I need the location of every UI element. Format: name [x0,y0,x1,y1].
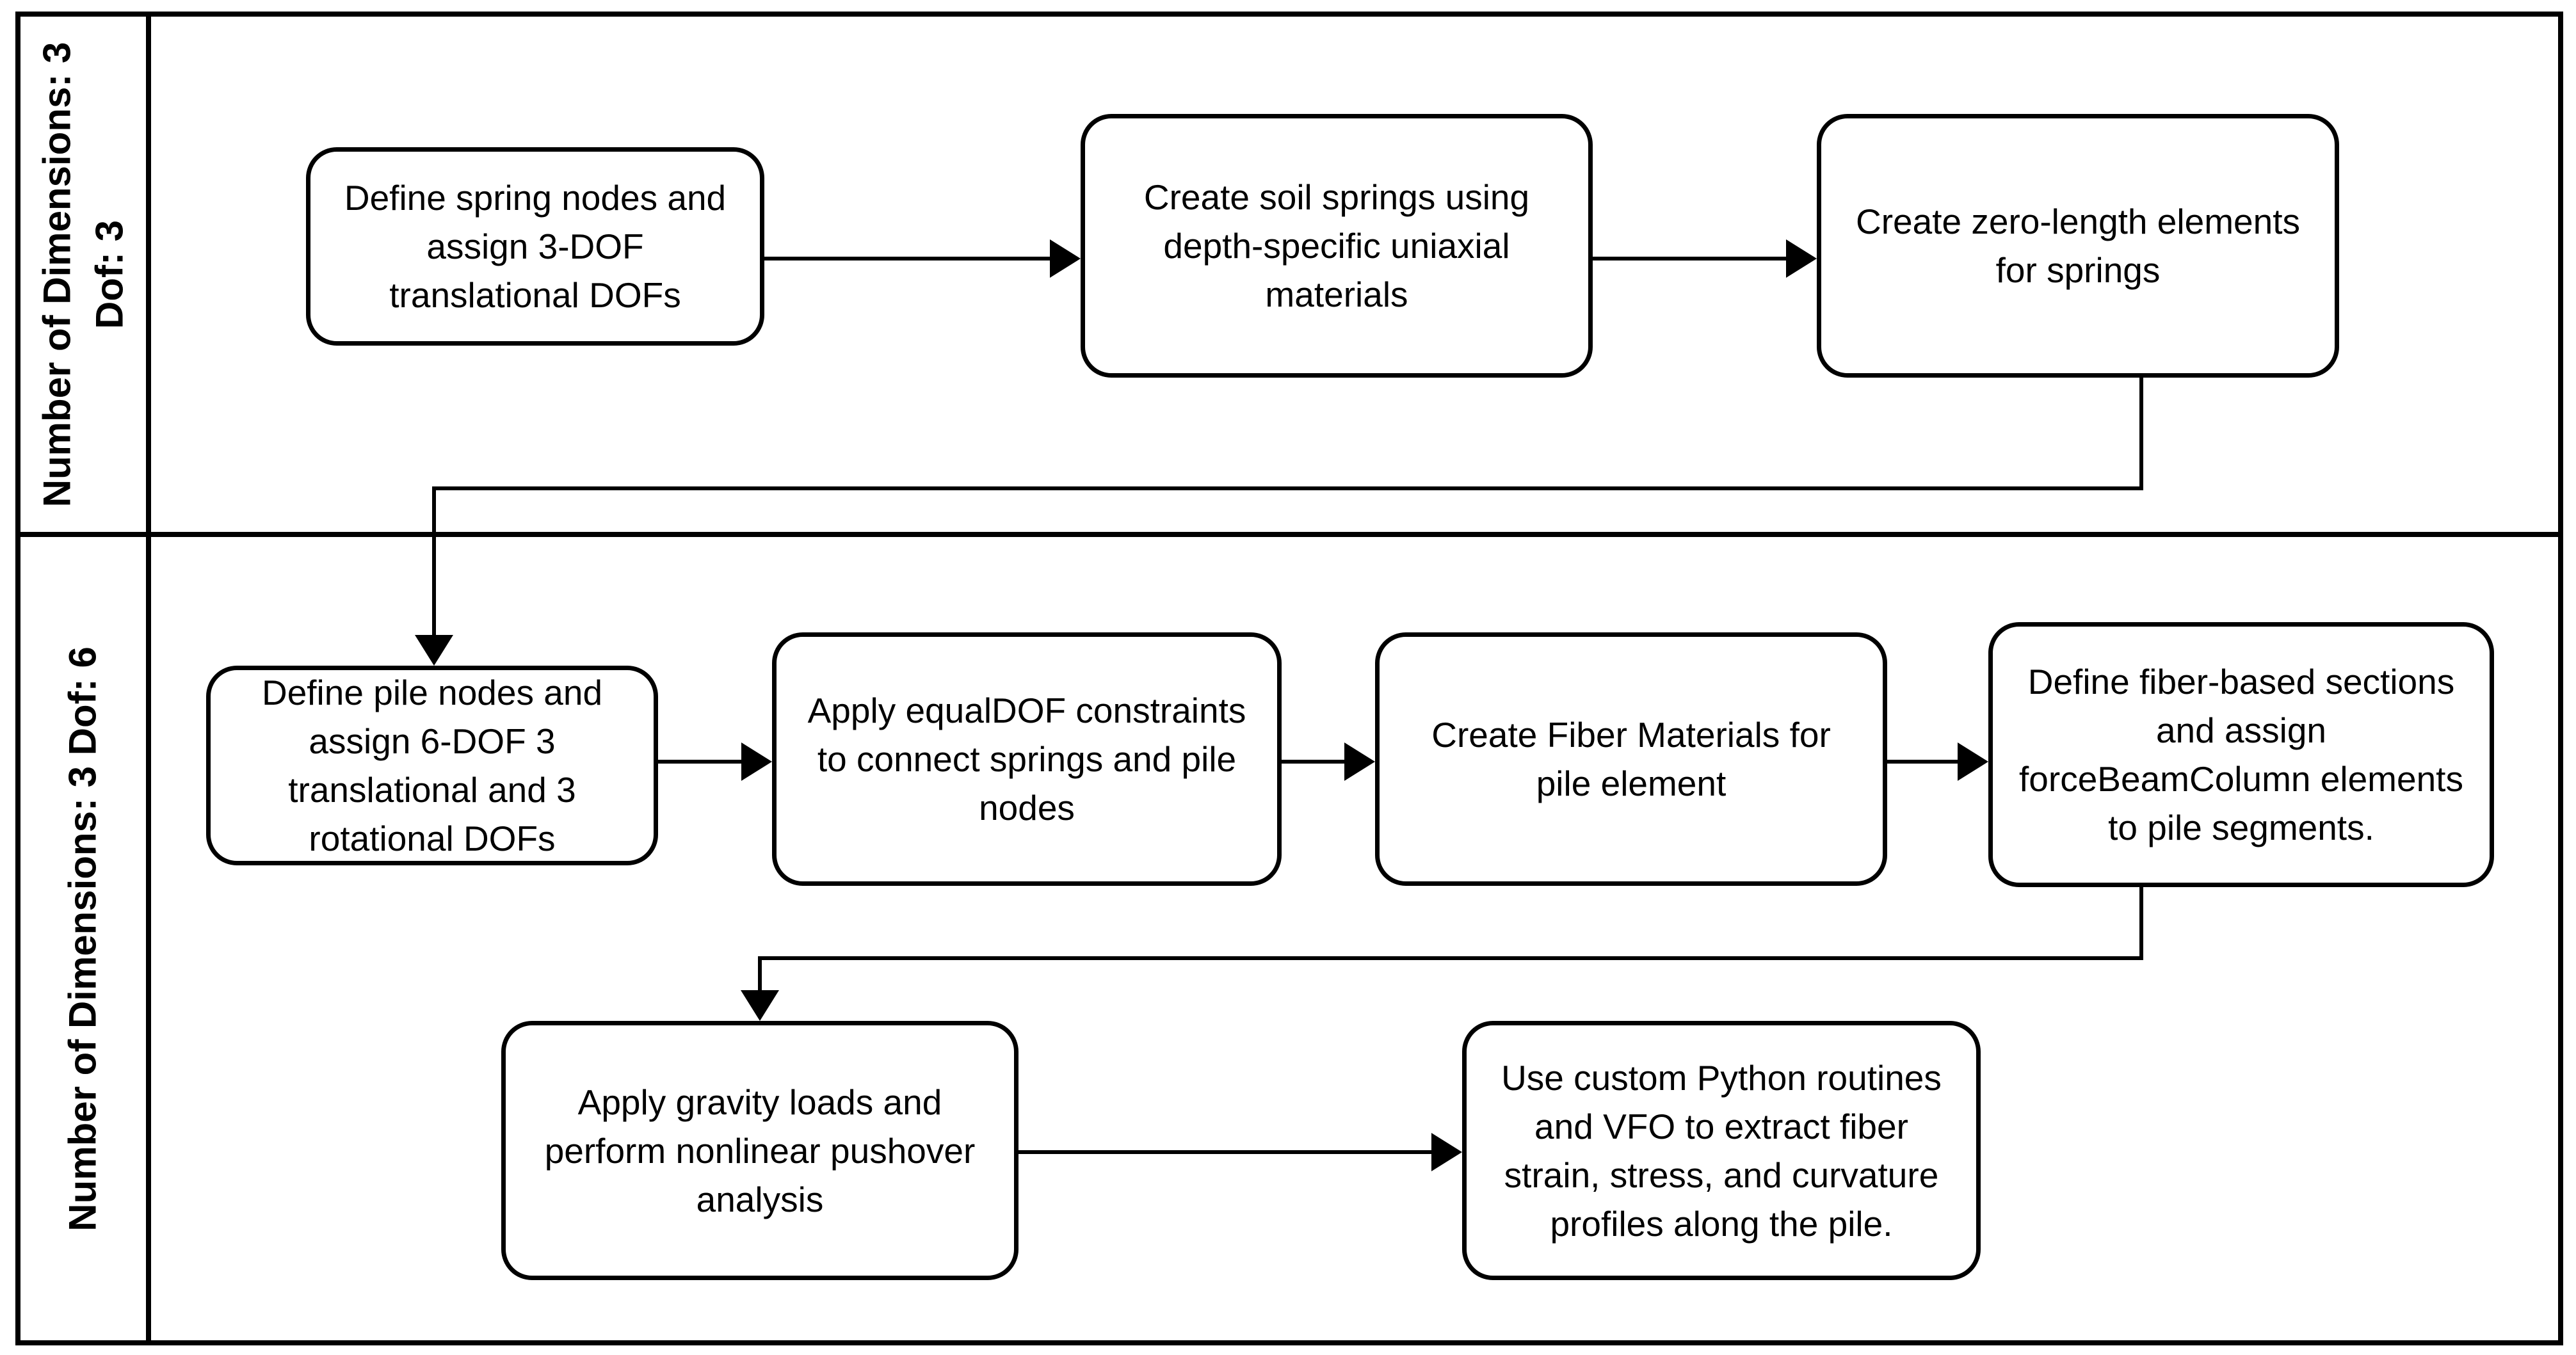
arrowhead-icon [741,742,772,781]
node-define-pile-nodes: Define pile nodes and assign 6-DOF 3 tra… [206,666,658,865]
node-define-fiber-sections-text: Define fiber-based sections and assign f… [2019,662,2463,847]
node-use-python-routines-text: Use custom Python routines and VFO to ex… [1501,1057,1942,1244]
node-create-zero-length-elements-text: Create zero-length elements for springs [1856,202,2300,290]
node-apply-gravity-loads: Apply gravity loads and perform nonlinea… [501,1021,1018,1280]
lane-label-dof6-text: Number of Dimensions: 3 Dof: 6 [61,646,105,1231]
diagram-border [15,12,2563,1345]
lane-label-dof3: Number of Dimensions: 3 Dof: 3 [18,14,149,534]
node-define-pile-nodes-text: Define pile nodes and assign 6-DOF 3 tra… [261,673,603,858]
arrowhead-icon [1786,239,1817,278]
node-define-fiber-sections: Define fiber-based sections and assign f… [1988,622,2494,887]
node-apply-gravity-loads-text: Apply gravity loads and perform nonlinea… [544,1082,976,1219]
node-create-soil-springs: Create soil springs using depth-specific… [1081,114,1593,378]
arrowhead-icon [741,990,779,1021]
node-apply-equaldof-constraints-text: Apply equalDOF constraints to connect sp… [807,691,1246,828]
node-create-soil-springs-text: Create soil springs using depth-specific… [1143,177,1530,314]
node-create-fiber-materials: Create Fiber Materials for pile element [1375,632,1887,886]
arrow-sections-to-gravity-loads [758,887,2143,990]
lane-label-dof6: Number of Dimensions: 3 Dof: 6 [18,534,149,1343]
arrowhead-icon [1050,239,1081,278]
node-define-spring-nodes-text: Define spring nodes and assign 3-DOF tra… [344,178,727,315]
node-create-zero-length-elements: Create zero-length elements for springs [1817,114,2339,378]
arrow-zero-length-to-pile-nodes [432,378,2143,635]
arrowhead-icon [1431,1133,1462,1171]
arrowhead-icon [415,635,453,666]
arrowhead-icon [1344,742,1375,781]
node-use-python-routines: Use custom Python routines and VFO to ex… [1462,1021,1981,1280]
arrowhead-icon [1958,742,1988,781]
node-define-spring-nodes: Define spring nodes and assign 3-DOF tra… [306,147,764,346]
node-apply-equaldof-constraints: Apply equalDOF constraints to connect sp… [772,632,1282,886]
node-create-fiber-materials-text: Create Fiber Materials for pile element [1431,715,1831,803]
lane-label-dof3-text: Number of Dimensions: 3 Dof: 3 [35,42,131,507]
